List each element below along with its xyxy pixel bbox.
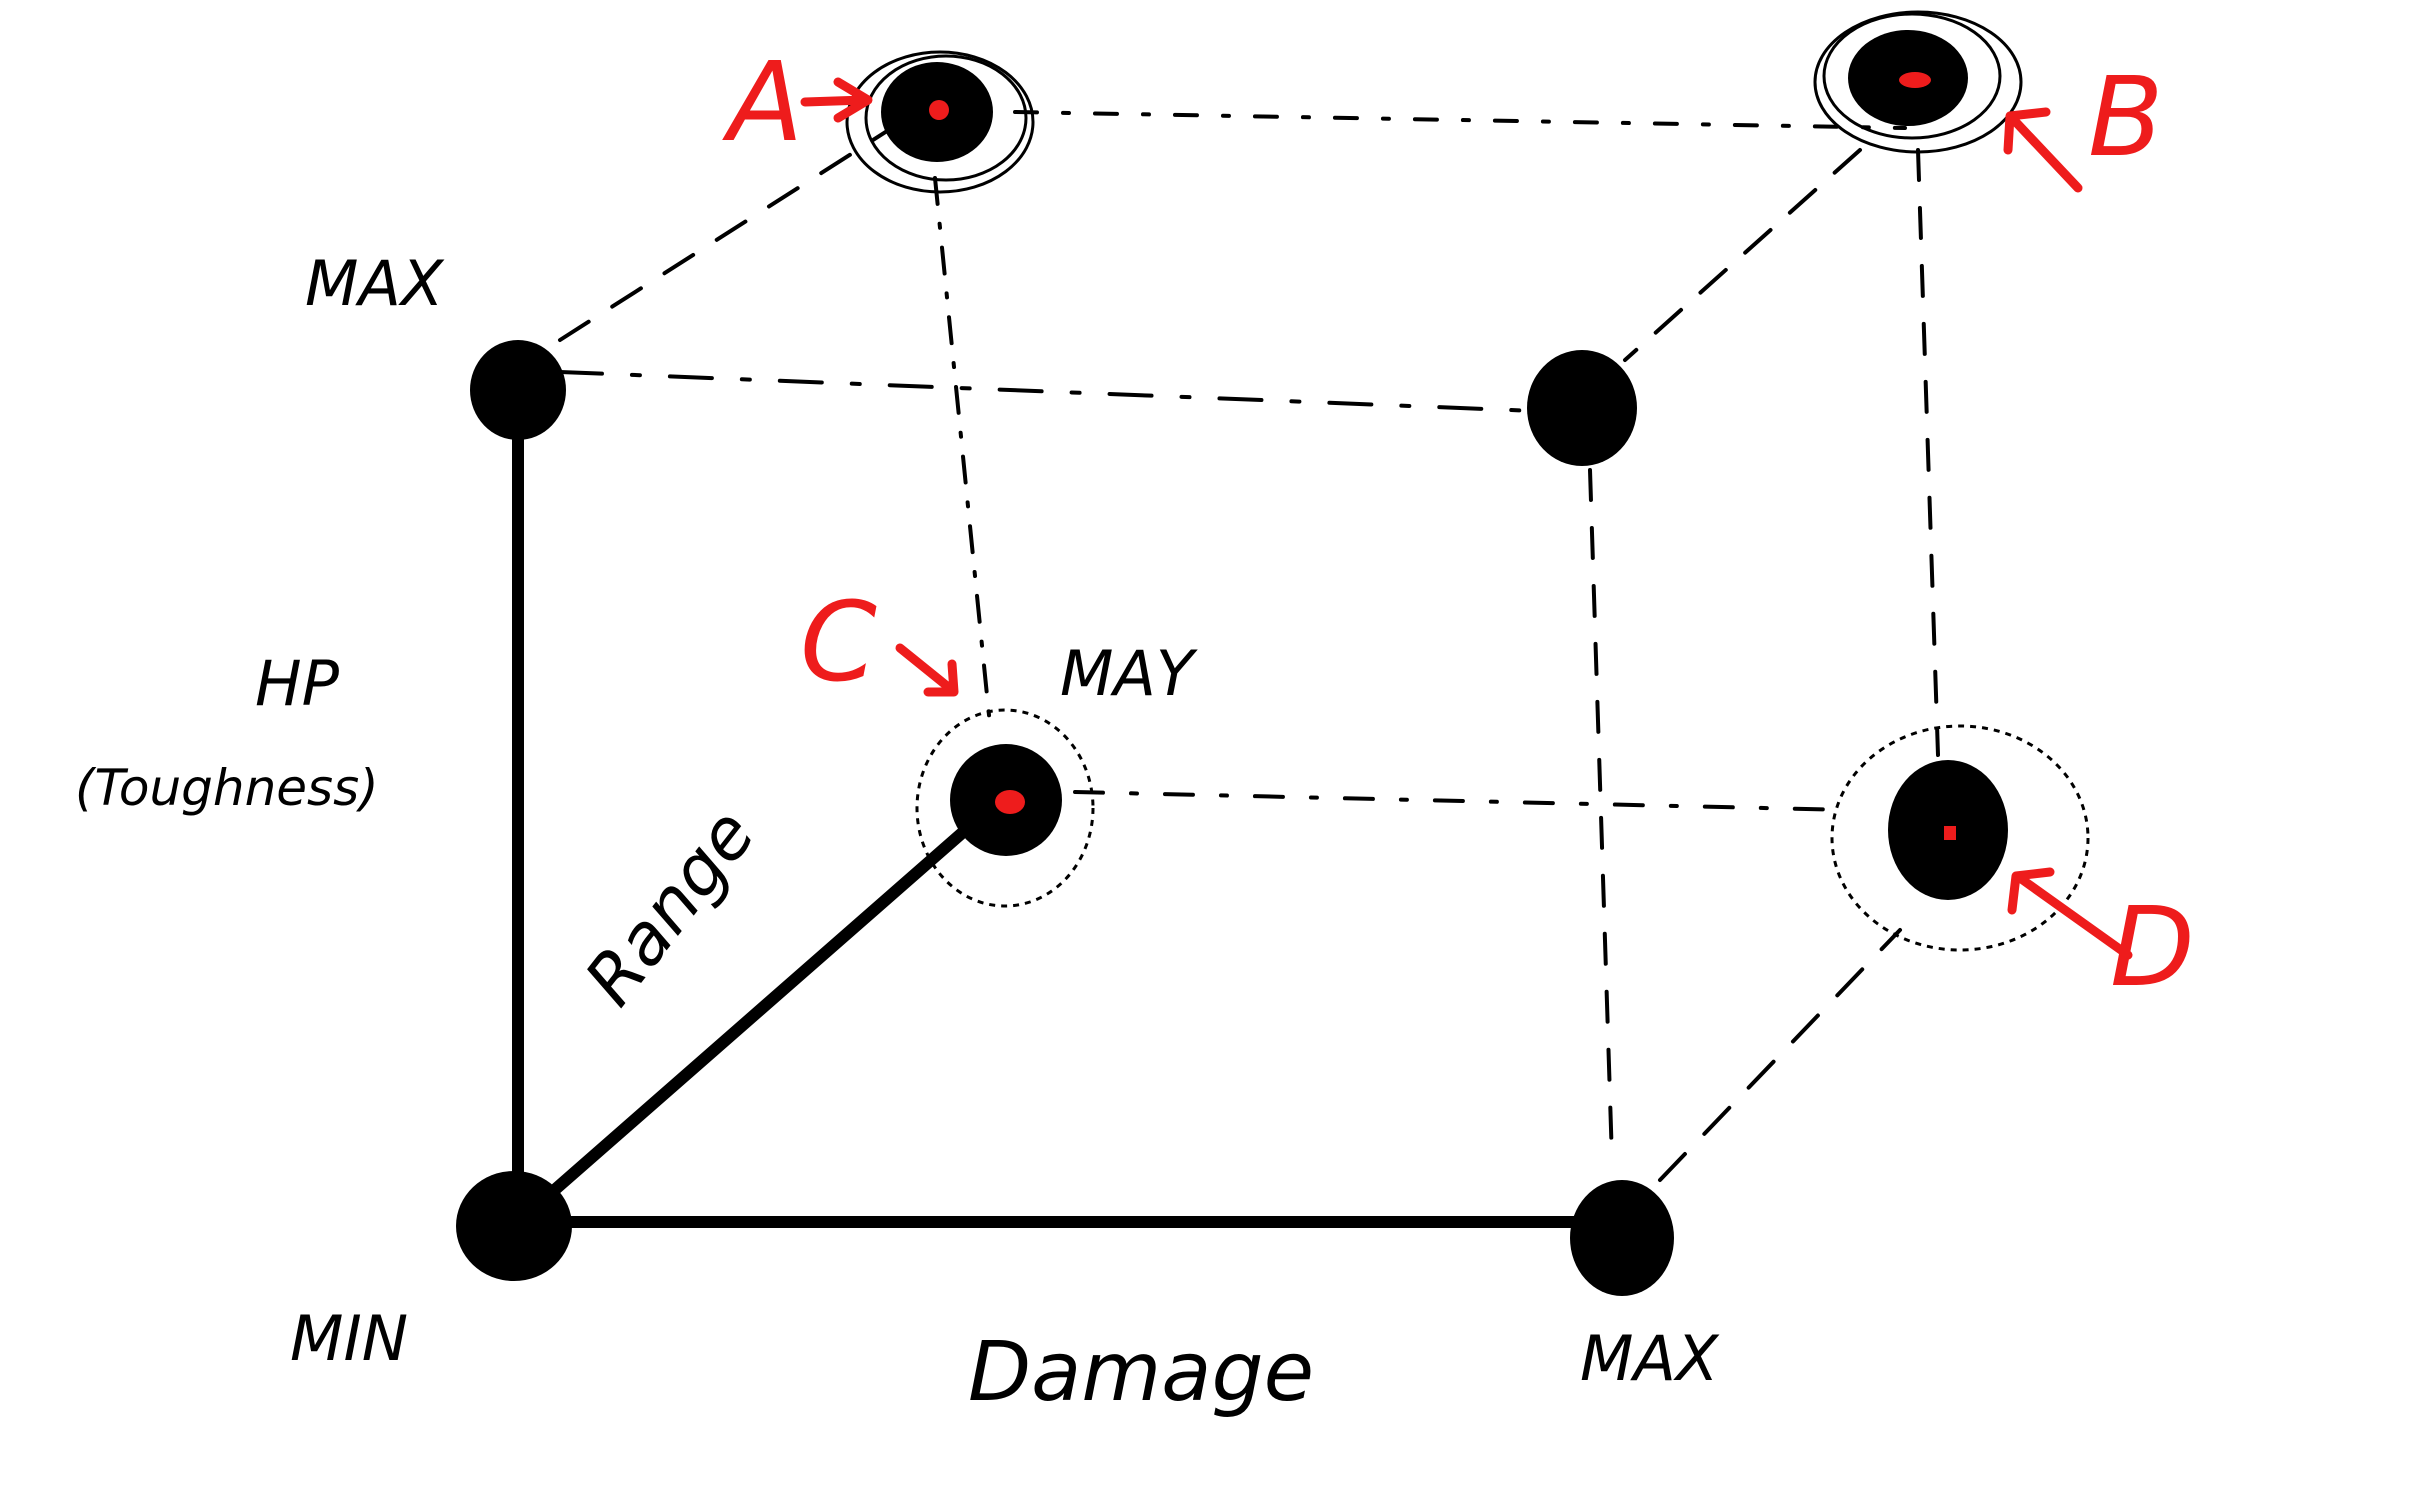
edge-top-damagemax — [1588, 468, 1614, 1162]
vertex-top-front — [1527, 350, 1637, 466]
arrow-a — [800, 77, 873, 123]
vertex-damage-max — [1570, 1180, 1674, 1296]
ring-a-2 — [864, 54, 1028, 182]
highlight-rings — [845, 10, 2090, 952]
edge-c-d — [1073, 790, 1852, 812]
ring-b-2 — [1822, 12, 2002, 140]
arrow-b — [2003, 107, 2083, 193]
marker-center-d — [1944, 826, 1956, 840]
damage-label: Damage — [968, 1325, 1314, 1420]
vertices — [456, 30, 2008, 1296]
marker-center-c — [995, 790, 1025, 814]
damage-max-label: MAX — [1580, 1322, 1720, 1395]
ring-d — [1830, 724, 2090, 952]
point-label-a: A — [722, 38, 803, 166]
range-axis — [512, 792, 1008, 1228]
marker-center-a — [929, 100, 949, 120]
point-label-d: D — [2110, 883, 2195, 1011]
ring-b — [1813, 10, 2023, 154]
edge-b-top — [1623, 148, 1862, 362]
edge-a-c — [933, 176, 992, 727]
arrow-d — [2007, 867, 2133, 960]
ring-c — [915, 708, 1095, 908]
edge-b-d — [1916, 148, 1940, 757]
vertex-hp-max — [470, 340, 566, 440]
marker-centers — [929, 72, 1956, 840]
hp-min-label: MIN — [290, 1302, 408, 1375]
point-label-b: B — [2088, 53, 2163, 181]
marker-arrows — [800, 77, 2133, 960]
hp-label: HP — [255, 647, 340, 720]
edge-a-b — [1013, 110, 1907, 130]
ring-a — [845, 50, 1035, 194]
vertex-origin — [456, 1171, 572, 1281]
axes — [512, 384, 1616, 1228]
edge-damagemax-d — [1658, 928, 1902, 1182]
point-label-c: C — [800, 578, 877, 706]
arrow-c — [895, 643, 959, 697]
toughness-label: (Toughness) — [75, 759, 379, 817]
cube-edges — [558, 108, 1940, 1182]
edge-hpmax-a — [558, 108, 922, 342]
marker-center-b — [1899, 72, 1931, 88]
hp-max-label: MAX — [305, 247, 445, 320]
range-max-label: MAY — [1060, 637, 1198, 710]
edge-hpmax-top — [558, 370, 1562, 414]
range-label: Range — [569, 794, 771, 1021]
